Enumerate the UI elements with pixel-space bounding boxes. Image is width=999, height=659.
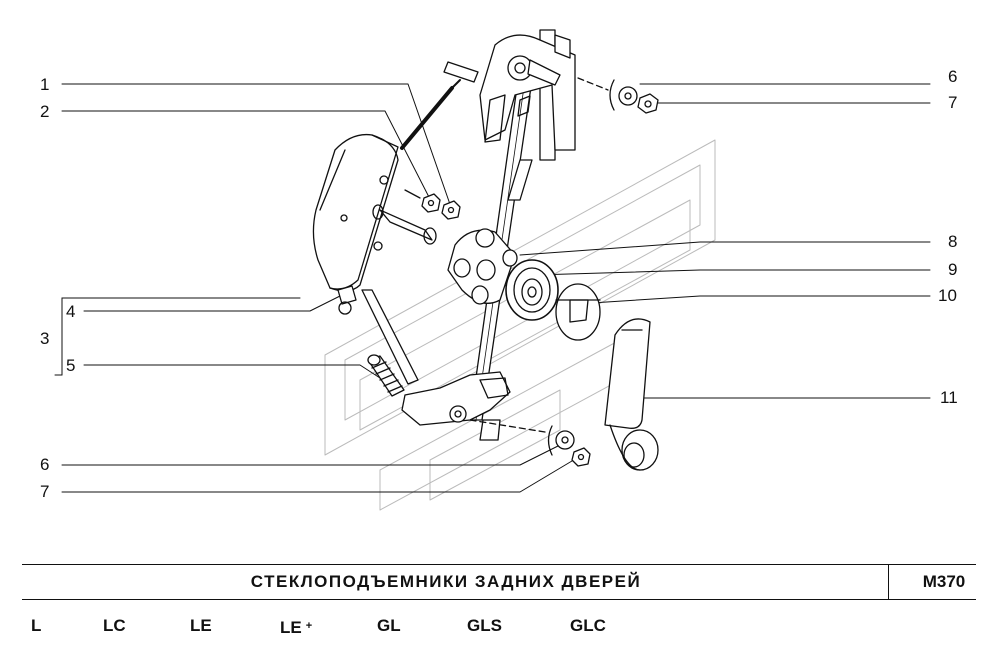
washer-bottom: [547, 425, 575, 456]
variant-gls: GLS: [467, 616, 502, 635]
nut-top: [637, 93, 659, 114]
diagram-code: M370: [922, 572, 966, 591]
callout-11: 11: [940, 388, 958, 407]
lower-bracket: [401, 371, 546, 441]
crank-handle: [604, 318, 659, 471]
variant-le-plus-label: LE: [280, 618, 302, 637]
variant-gl: GL: [377, 616, 401, 635]
variant-glc: GLC: [570, 616, 606, 635]
callout-2: 2: [40, 102, 50, 121]
callout-1: 1: [40, 75, 50, 94]
title-divider: [888, 565, 889, 599]
diagram-title: СТЕКЛОПОДЪЕМНИКИ ЗАДНИХ ДВЕРЕЙ: [250, 572, 642, 591]
callout-6-bottom: 6: [40, 455, 50, 474]
callout-7-bottom: 7: [40, 482, 50, 501]
parts-diagram: [54, 29, 931, 511]
escutcheon: [555, 283, 601, 341]
spring: [367, 354, 405, 397]
callout-9: 9: [948, 260, 958, 279]
callout-8: 8: [948, 232, 958, 251]
variant-plus-mark: +: [305, 620, 313, 632]
callout-5: 5: [66, 356, 76, 375]
variant-le: LE: [190, 616, 212, 635]
upper-cable: [400, 61, 479, 150]
variant-lc: LC: [103, 616, 126, 635]
variant-l: L: [31, 616, 42, 635]
upper-bracket: [479, 34, 609, 151]
housing-nuts: [421, 193, 461, 220]
callout-3: 3: [40, 329, 50, 348]
leader-lines: [54, 83, 931, 493]
cable-drum: [505, 259, 559, 321]
callout-6-top: 6: [948, 67, 958, 86]
regulator-housing: [312, 133, 437, 292]
variant-le-plus: LE+: [280, 616, 312, 638]
callout-7-top: 7: [948, 93, 958, 112]
callout-4: 4: [66, 302, 76, 321]
washer-top: [609, 79, 638, 111]
nut-bottom: [571, 447, 591, 467]
title-block: СТЕКЛОПОДЪЕМНИКИ ЗАДНИХ ДВЕРЕЙ M370: [22, 564, 976, 600]
lower-link: [337, 285, 419, 385]
callout-10: 10: [938, 286, 957, 305]
watermark-logo: [324, 139, 716, 511]
pulley-bracket: [447, 228, 518, 305]
